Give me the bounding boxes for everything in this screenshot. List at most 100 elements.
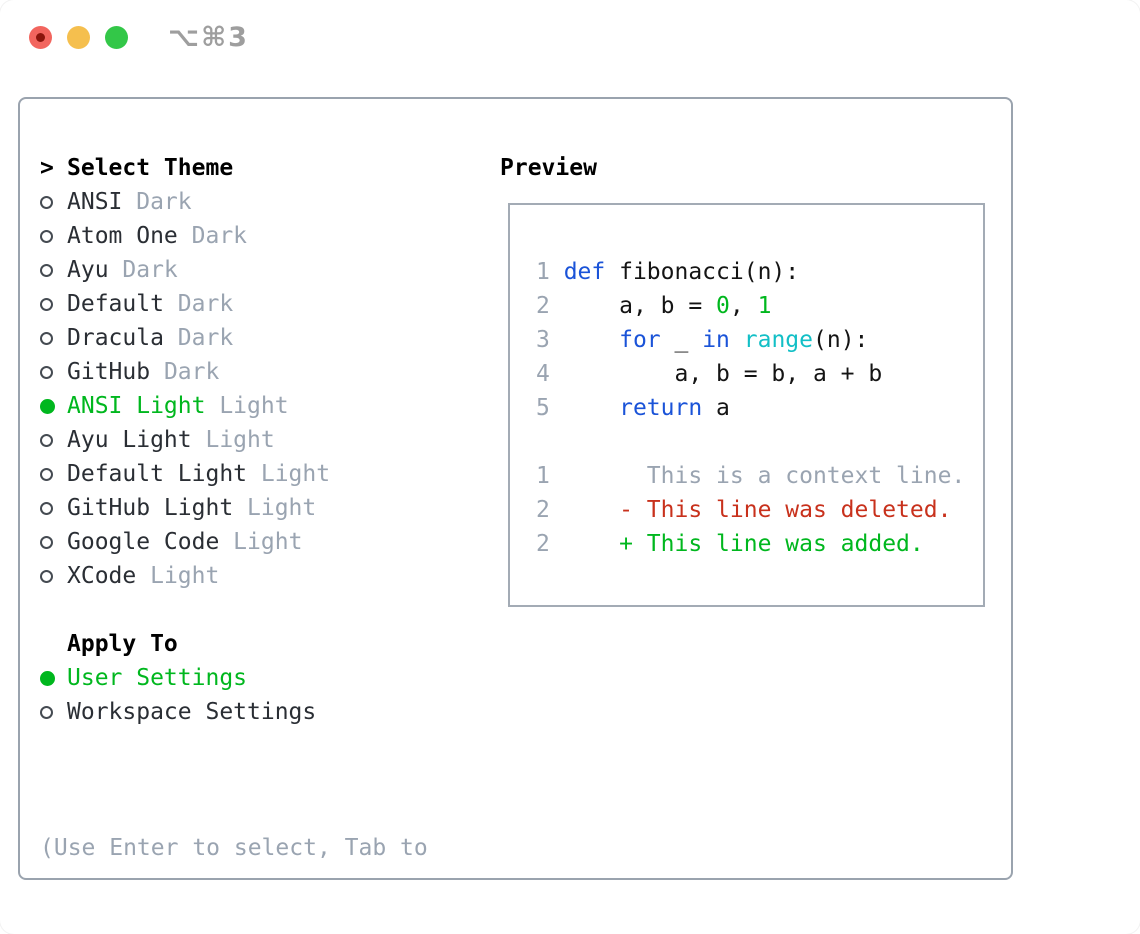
code-token: 1: [757, 293, 772, 319]
close-button[interactable]: [29, 26, 52, 49]
code-line: 3 for _ in range(n):: [536, 323, 983, 357]
radio-spacer: [40, 229, 67, 243]
code-line: 2 a, b = 0, 1: [536, 289, 983, 323]
radio-icon: [40, 501, 53, 515]
prompt-icon: >: [40, 155, 54, 181]
theme-variant: Light: [136, 563, 220, 589]
select-theme-title: Select Theme: [67, 155, 234, 181]
theme-name: Ayu: [67, 257, 109, 283]
theme-name: ANSI: [67, 189, 123, 215]
apply-to-title: Apply To: [67, 631, 178, 657]
line-number: 5: [536, 395, 564, 421]
minimize-button[interactable]: [67, 26, 90, 49]
help-text: (Use Enter to select, Tab to change focu…: [40, 763, 490, 934]
code-token: (n):: [813, 327, 869, 353]
radio-spacer: [40, 501, 67, 515]
code-token: a, b = b, a + b: [563, 361, 883, 387]
code-token: for: [619, 327, 661, 353]
radio-icon: [40, 331, 53, 345]
theme-option-xcode[interactable]: XCode Light: [40, 559, 490, 593]
apply-option-label: User Settings: [67, 665, 248, 691]
theme-variant: Light: [233, 495, 317, 521]
code-token: + This line was added.: [563, 531, 924, 557]
theme-option-ayu-light[interactable]: Ayu Light Light: [40, 423, 490, 457]
theme-name: Dracula: [67, 325, 164, 351]
code-line: 1 def fibonacci(n):: [536, 255, 983, 289]
theme-variant: Dark: [150, 359, 220, 385]
theme-option-ayu[interactable]: Ayu Dark: [40, 253, 490, 287]
theme-option-atom-one[interactable]: Atom One Dark: [40, 219, 490, 253]
theme-name: ANSI Light: [67, 393, 206, 419]
theme-option-ansi-light[interactable]: ANSI Light Light: [40, 389, 490, 423]
radio-spacer: [40, 331, 67, 345]
theme-variant: Dark: [163, 291, 234, 317]
code-token: def: [563, 259, 606, 285]
theme-name: XCode: [67, 563, 137, 589]
code-token: This is a context line.: [563, 463, 966, 489]
theme-name: GitHub: [67, 359, 151, 385]
radio-icon: [40, 467, 53, 481]
radio-icon: [40, 263, 53, 277]
radio-icon: [40, 705, 53, 719]
radio-spacer: [40, 297, 67, 311]
code-token: [564, 395, 619, 421]
code-token: ,: [729, 293, 758, 319]
theme-option-default-light[interactable]: Default Light Light: [40, 457, 490, 491]
diff-line: 1 This is a context line.: [536, 459, 983, 493]
diff-line: 2 - This line was deleted.: [536, 493, 983, 527]
radio-icon: [40, 297, 53, 311]
code-token: [730, 327, 744, 353]
zoom-button[interactable]: [105, 26, 128, 49]
theme-option-dracula[interactable]: Dracula Dark: [40, 321, 490, 355]
radio-icon: [40, 195, 53, 209]
radio-selected-icon: [40, 670, 55, 686]
code-token: - This line was deleted.: [563, 497, 952, 523]
theme-name: Default Light: [67, 461, 248, 487]
code-token: fibonacci(n):: [605, 259, 800, 285]
radio-spacer: [40, 670, 67, 686]
line-number: 1: [536, 259, 564, 285]
line-number: 2: [536, 293, 564, 319]
line-number: 2: [536, 531, 564, 557]
theme-option-default[interactable]: Default Dark: [40, 287, 490, 321]
radio-spacer: [40, 398, 67, 414]
theme-variant: Dark: [177, 223, 248, 249]
window-title: ⌥⌘3: [168, 22, 249, 53]
preview-column: Preview 1 def fibonacci(n):2 a, b = 0, 1…: [500, 151, 985, 607]
theme-variant: Light: [247, 461, 331, 487]
apply-option-label: Workspace Settings: [67, 699, 317, 725]
theme-variant: Dark: [163, 325, 234, 351]
theme-option-google-code[interactable]: Google Code Light: [40, 525, 490, 559]
theme-variant: Light: [219, 529, 303, 555]
apply-option-user-settings[interactable]: User Settings: [40, 661, 490, 695]
theme-name: GitHub Light: [67, 495, 234, 521]
theme-variant: Light: [205, 393, 289, 419]
titlebar: ⌥⌘3: [0, 0, 1140, 72]
radio-icon: [40, 229, 53, 243]
theme-option-ansi[interactable]: ANSI Dark: [40, 185, 490, 219]
theme-name: Default: [67, 291, 164, 317]
apply-to-header: Apply To: [40, 627, 490, 661]
help-line-1: (Use Enter to select, Tab to: [40, 835, 428, 861]
preview-header: Preview: [500, 151, 985, 185]
theme-option-github-light[interactable]: GitHub Light Light: [40, 491, 490, 525]
code-token: a: [702, 395, 730, 421]
code-line: 4 a, b = b, a + b: [536, 357, 983, 391]
radio-icon: [40, 365, 53, 379]
theme-variant: Dark: [108, 257, 178, 283]
code-token: return: [619, 395, 703, 421]
radio-spacer: [40, 195, 67, 209]
radio-spacer: [40, 535, 67, 549]
theme-option-github[interactable]: GitHub Dark: [40, 355, 490, 389]
code-token: range: [743, 327, 813, 353]
radio-spacer: [40, 365, 67, 379]
close-dot-icon: [36, 33, 45, 42]
apply-option-workspace-settings[interactable]: Workspace Settings: [40, 695, 490, 729]
theme-variant: Light: [191, 427, 275, 453]
